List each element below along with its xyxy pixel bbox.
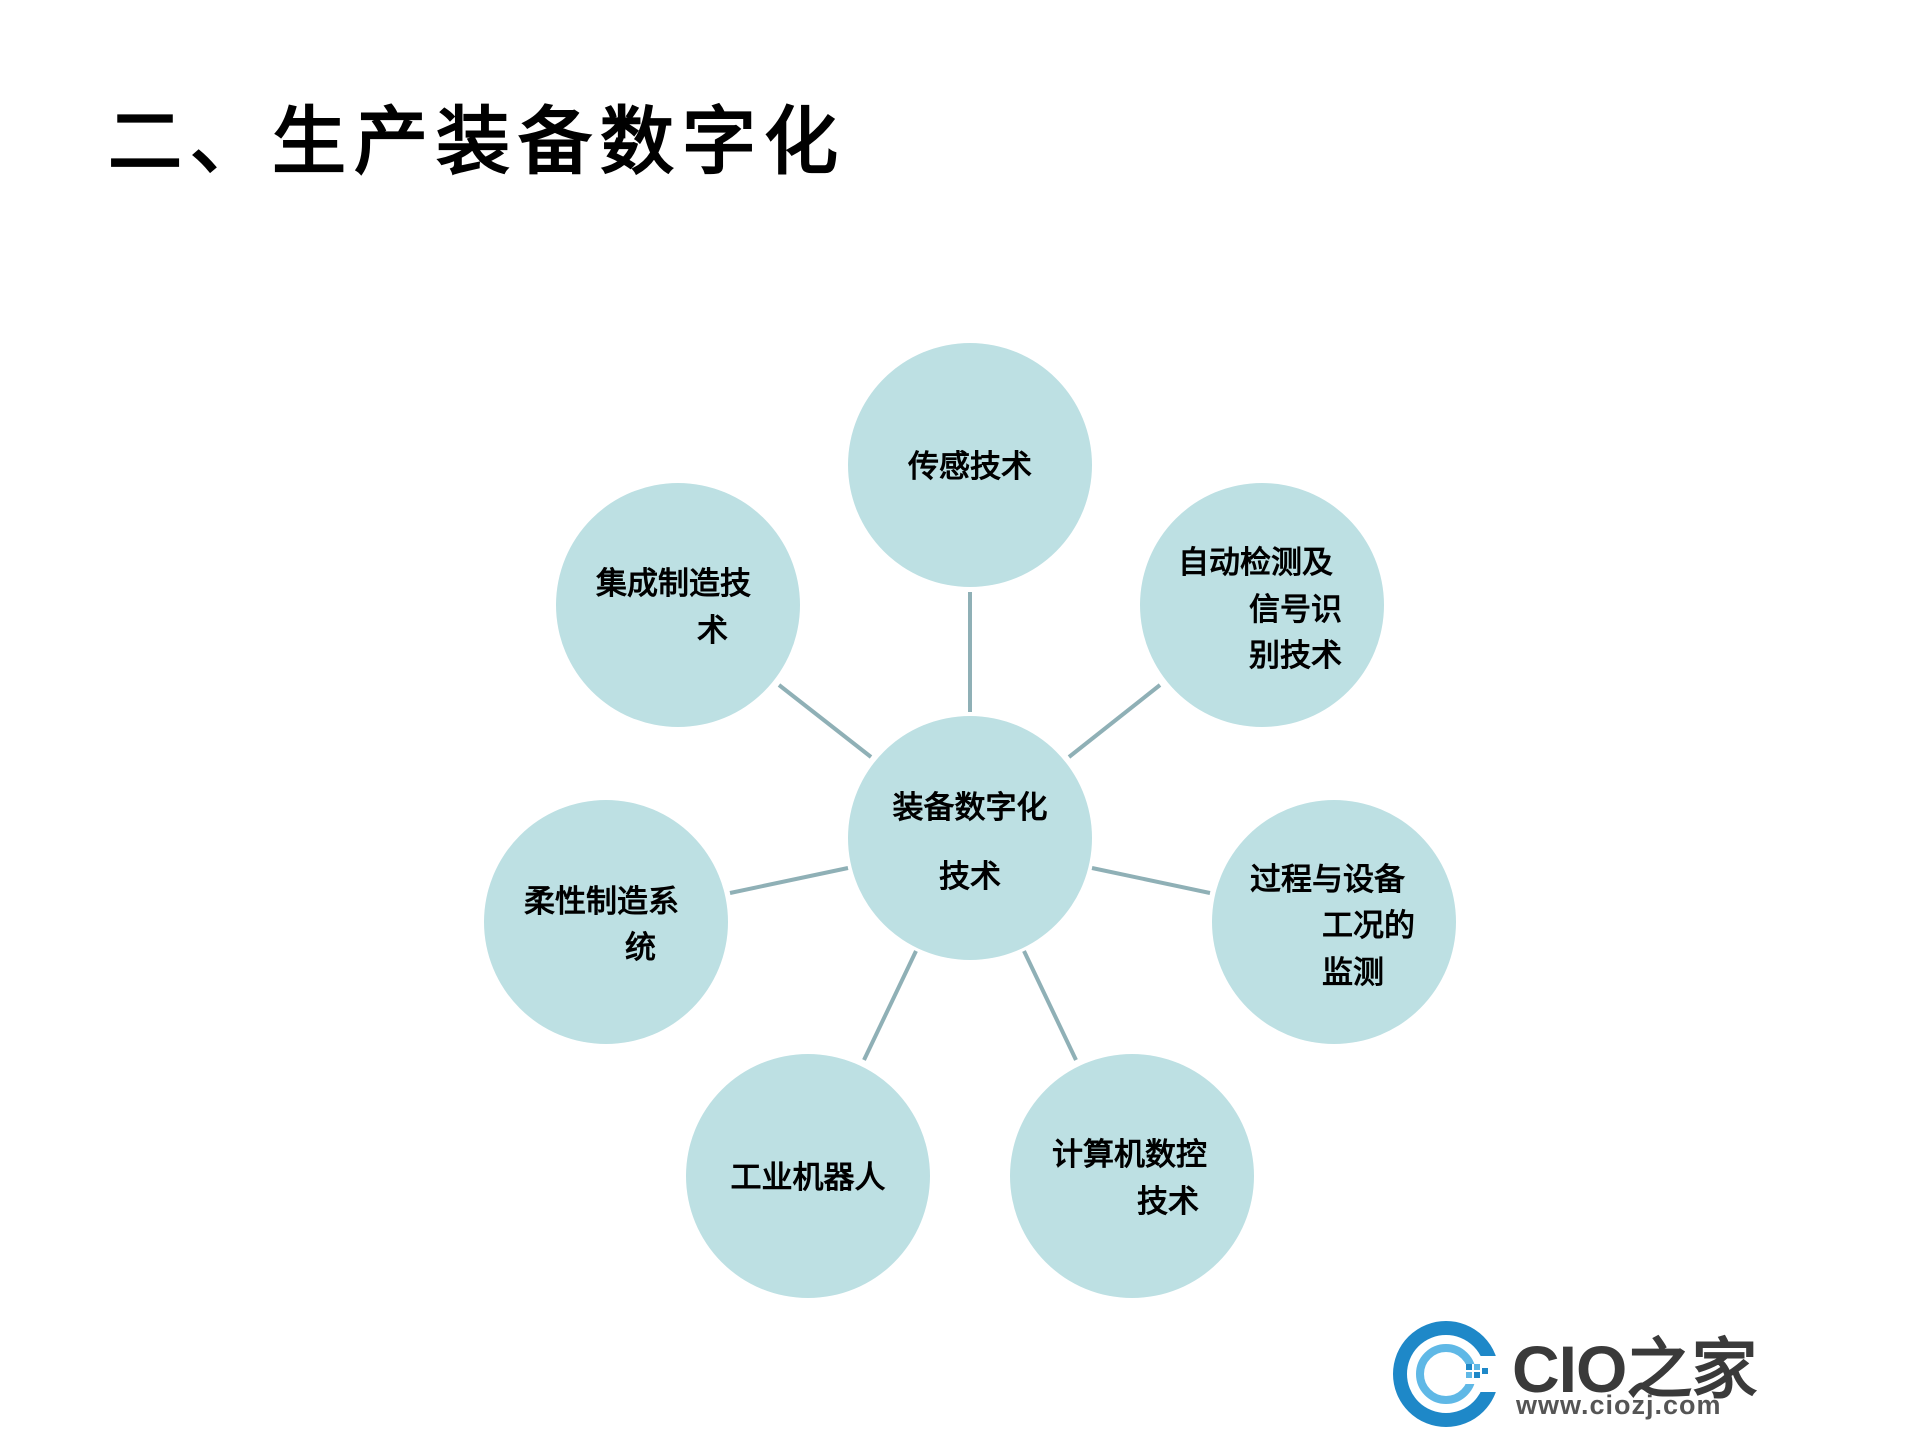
fms-label-line-1: 柔性制造系 xyxy=(524,884,679,920)
connector-cims xyxy=(777,683,873,759)
slide-title: 二、生产装备数字化 xyxy=(108,99,846,185)
monitoring-label-line-3: 监测 xyxy=(1322,955,1384,991)
node-detection xyxy=(1140,483,1384,727)
cnc-label-line-2: 技术 xyxy=(1137,1184,1199,1220)
connector-cnc xyxy=(1022,950,1078,1061)
connector-detection xyxy=(1067,683,1162,759)
connector-robot xyxy=(862,950,918,1061)
robot-label-line-1: 工业机器人 xyxy=(731,1160,886,1196)
center-label-line-1: 装备数字化 xyxy=(893,790,1048,826)
center-label-line-2: 技术 xyxy=(939,859,1001,895)
monitoring-label-line-1: 过程与设备 xyxy=(1250,862,1406,898)
detection-label-line-1: 自动检测及 xyxy=(1178,545,1333,581)
node-cims xyxy=(556,483,800,727)
node-sensor xyxy=(848,343,1092,587)
node-robot xyxy=(686,1054,930,1298)
cims-label-line-1: 集成制造技 xyxy=(595,566,751,602)
cio-logo: CIO之家 www.ciozj.com xyxy=(1392,1318,1772,1428)
node-monitoring xyxy=(1212,800,1456,1044)
connectors xyxy=(729,592,1211,1061)
cio-logo-name: CIO之家 xyxy=(1512,1332,1757,1406)
nodes xyxy=(484,343,1456,1298)
cnc-label-line-1: 计算机数控 xyxy=(1052,1137,1207,1173)
labels: 装备数字化 技术 传感技术 自动检测及 信号识 别技术 过程与设备 工况的 监测… xyxy=(524,449,1415,1220)
detection-label-line-3: 别技术 xyxy=(1249,638,1342,674)
node-fms xyxy=(484,800,728,1044)
detection-label-line-2: 信号识 xyxy=(1249,592,1342,628)
cio-logo-url: www.ciozj.com xyxy=(1516,1390,1722,1420)
monitoring-label-line-2: 工况的 xyxy=(1322,908,1415,944)
cims-label-line-2: 术 xyxy=(697,613,728,649)
sensor-label-line-1: 传感技术 xyxy=(907,449,1032,485)
center-node xyxy=(848,716,1092,960)
cio-logo-icon xyxy=(1393,1321,1500,1427)
fms-label-line-2: 统 xyxy=(625,930,656,966)
connector-monitoring xyxy=(1091,866,1211,895)
node-cnc xyxy=(1010,1054,1254,1298)
connector-fms xyxy=(729,866,849,895)
